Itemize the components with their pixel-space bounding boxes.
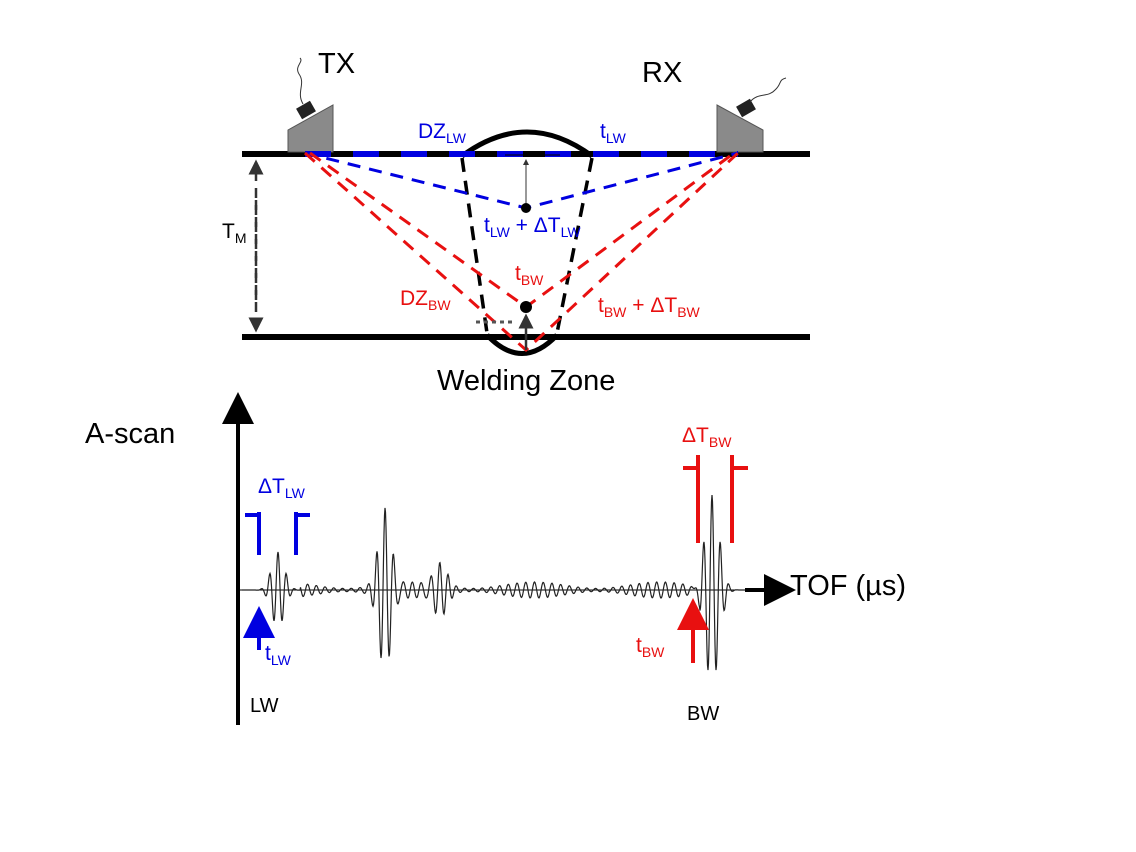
welding-zone-label: Welding Zone xyxy=(437,365,615,397)
rx-transducer xyxy=(716,77,787,153)
weld-cap xyxy=(460,129,594,159)
dz-lw-label: DZLW xyxy=(418,120,467,146)
tx-transducer xyxy=(287,57,334,153)
lw-gate-right-bracket xyxy=(294,512,310,555)
plate xyxy=(242,129,810,356)
t-lw-ascan-label: tLW xyxy=(265,642,292,668)
lw-defect-point xyxy=(521,203,531,213)
t-lw-label: tLW xyxy=(600,120,627,146)
t-bw-ascan-label: tBW xyxy=(636,634,665,660)
t-bw-label: tBW xyxy=(515,262,544,288)
bw-gate xyxy=(683,455,748,543)
dt-bw-label: ΔTBW xyxy=(682,424,732,450)
t-bw-plus-dt-label: tBW + ΔTBW xyxy=(598,294,701,320)
dt-lw-label: ΔTLW xyxy=(258,475,306,501)
time-axis-label: TOF (µs) xyxy=(790,570,906,602)
rx-wedge xyxy=(716,104,764,153)
bw-defect-point xyxy=(520,301,532,313)
backwall-path-outer xyxy=(304,151,740,353)
rx-label: RX xyxy=(642,57,682,89)
tx-probe-icon xyxy=(296,100,316,120)
rx-cable xyxy=(749,77,787,103)
weld-root xyxy=(485,333,559,356)
bw-gate-right-bracket xyxy=(730,455,748,543)
dz-bw-label: DZBW xyxy=(400,287,451,313)
tx-label: TX xyxy=(318,48,355,80)
lw-label: LW xyxy=(250,695,279,717)
rx-probe-icon xyxy=(736,98,756,118)
weld-boundary-right xyxy=(555,157,594,334)
bw-label: BW xyxy=(687,703,719,725)
backwall-wave-paths xyxy=(304,151,740,353)
lw-gate-left-bracket xyxy=(245,512,261,555)
weld-boundary-left xyxy=(460,157,489,334)
thickness-label: TM xyxy=(222,220,247,246)
ascan-title: A-scan xyxy=(85,418,175,450)
t-lw-plus-dt-label: tLW + ΔTLW xyxy=(484,214,581,240)
tx-cable xyxy=(297,57,304,105)
ascan-waveform xyxy=(242,494,745,671)
lw-gate xyxy=(245,512,310,555)
bw-gate-left-bracket xyxy=(683,455,700,543)
